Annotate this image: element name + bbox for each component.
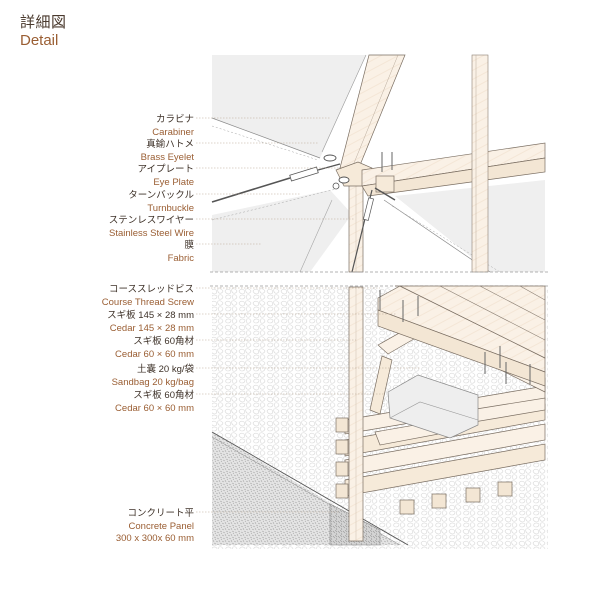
title-english: Detail: [20, 32, 59, 49]
label-carabiner: カラビナ Carabiner: [152, 114, 194, 138]
fabric-panel-right: [395, 180, 545, 272]
lower-detail: [211, 285, 548, 549]
title-block: 詳細図 Detail: [20, 14, 67, 50]
label-eye-plate: アイプレート Eye Plate: [137, 164, 194, 188]
label-cedar-square-2: スギ板 60角材 Cedar 60 × 60 mm: [115, 390, 194, 414]
title-japanese: 詳細図: [20, 14, 67, 31]
label-fabric: 膜 Fabric: [167, 240, 194, 264]
label-cedar-square-1: スギ板 60角材 Cedar 60 × 60 mm: [115, 336, 194, 360]
thread-screws: [379, 290, 531, 384]
stainless-wire-left: [211, 177, 291, 203]
far-vertical-post: [471, 54, 489, 273]
label-concrete-panel: コンクリート平 Concrete Panel 300 x 300x 60 mm: [115, 508, 194, 544]
turnbuckle: [289, 166, 319, 182]
eye-plate-hardware: [338, 176, 350, 184]
label-sandbag: 土嚢 20 kg/袋 Sandbag 20 kg/bag: [111, 364, 194, 388]
cedar-deck: [377, 285, 546, 387]
fabric-panel-lower-left: [212, 190, 352, 272]
label-turnbuckle: ターンバックル Turnbuckle: [128, 190, 194, 214]
label-cedar-board: スギ板 145 × 28 mm Cedar 145 × 28 mm: [107, 310, 194, 334]
leader-lines: [196, 117, 420, 513]
label-brass-eyelet: 真鍮ハトメ Brass Eyelet: [140, 139, 194, 163]
carabiner-hardware: [323, 154, 337, 162]
label-course-thread-screw: コーススレッドビス Course Thread Screw: [101, 284, 194, 308]
label-stainless-steel-wire: ステンレスワイヤー Stainless Steel Wire: [108, 215, 194, 239]
upper-detail: [211, 54, 546, 273]
